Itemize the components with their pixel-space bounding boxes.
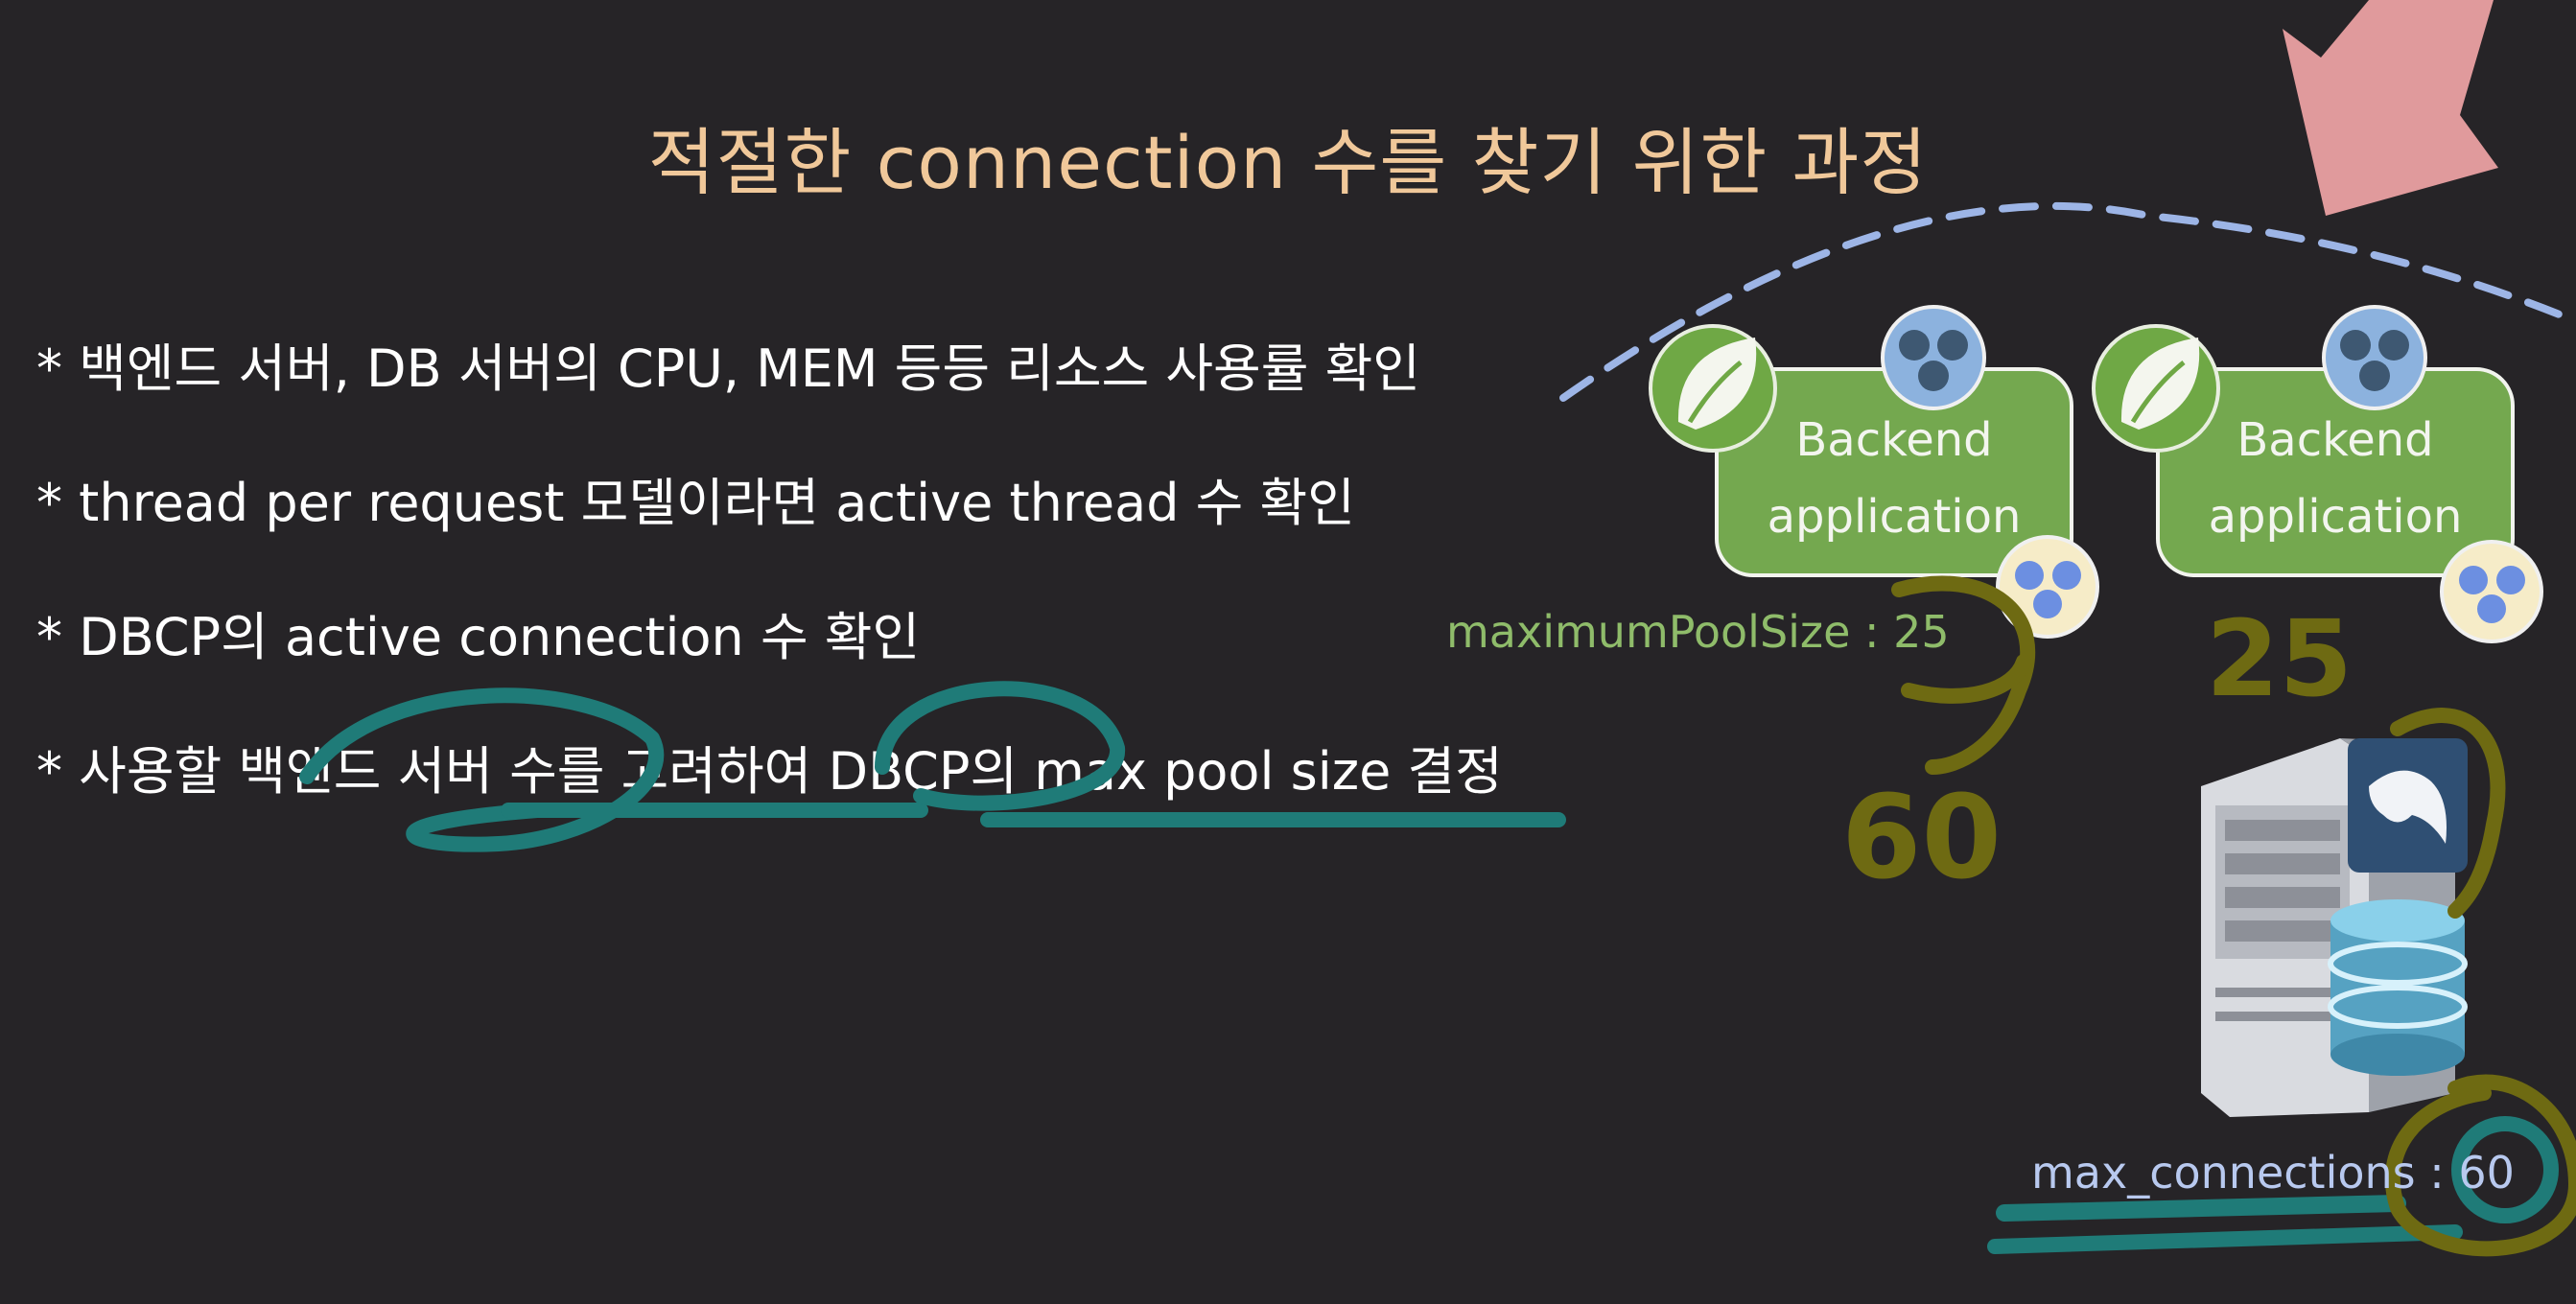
dashed-arc xyxy=(1559,201,2576,402)
database-cylinder-icon xyxy=(2328,899,2468,1076)
bullet-item: * thread per request 모델이라면 active thread… xyxy=(36,473,1355,533)
handwritten-25: 25 xyxy=(2206,597,2353,720)
max-connections-label: max_connections : 60 xyxy=(2031,1147,2515,1199)
mysql-dolphin-icon xyxy=(2348,738,2468,873)
handwritten-60: 60 xyxy=(1841,772,2002,905)
bullet-item: * 백엔드 서버, DB 서버의 CPU, MEM 등등 리소스 사용률 확인 xyxy=(36,338,1420,399)
arrow-icon xyxy=(2283,0,2498,216)
spring-leaf-icon xyxy=(1649,324,1777,453)
connection-pool-icon xyxy=(1881,305,1986,410)
connection-pool-icon xyxy=(2322,305,2427,410)
app-label-line1: Backend xyxy=(1795,413,1992,467)
bullet-item: * DBCP의 active connection 수 확인 xyxy=(36,607,921,667)
backend-app-1: Backend application xyxy=(1649,305,2099,639)
app-label-line2: application xyxy=(2209,490,2463,544)
backend-app-2: Backend application xyxy=(2092,305,2543,643)
spring-leaf-icon xyxy=(2092,324,2220,453)
slide-title: 적절한 connection 수를 찾기 위한 과정 xyxy=(647,120,1929,205)
handwritten-annotations: 60 25 xyxy=(299,575,2576,1257)
app-label-line2: application xyxy=(1768,490,2022,544)
connection-pool-icon xyxy=(2440,540,2543,643)
max-pool-size-label: maximumPoolSize : 25 xyxy=(1446,606,1950,658)
bullet-item: * 사용할 백엔드 서버 수를 고려하여 DBCP의 max pool size… xyxy=(36,741,1503,802)
app-label-line1: Backend xyxy=(2236,413,2433,467)
